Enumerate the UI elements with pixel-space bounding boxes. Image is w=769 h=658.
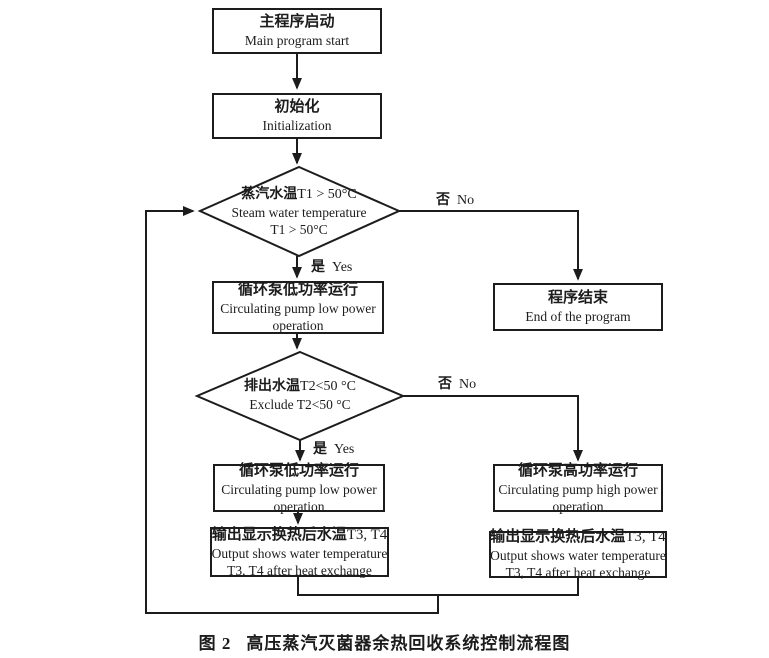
figure-caption-label: 图 2: [198, 634, 232, 653]
node-output-left-zh: 输出显示换热后水温T3, T4: [211, 526, 388, 543]
decision2-en: Exclude T2<50 °C: [249, 397, 351, 412]
decision1-text: 蒸汽水温T1 > 50°C Steam water temperature T1…: [209, 186, 389, 238]
decision1-diamond: [197, 165, 402, 258]
node-output-right-en1: Output shows water temperature: [490, 548, 666, 563]
node-main-start: 主程序启动 Main program start: [212, 8, 382, 54]
node-output-left-en2: T3, T4 after heat exchange: [227, 562, 372, 578]
node-pump-low-1-en1: Circulating pump low power: [220, 301, 376, 316]
node-output-right-zh: 输出显示换热后水温T3, T4: [490, 529, 666, 545]
arrow-decision1-no: [399, 210, 584, 281]
node-output-right: 输出显示换热后水温T3, T4 Output shows water tempe…: [489, 529, 667, 580]
node-pump-low-1-en2: operation: [272, 318, 324, 333]
decision1-en-line1: Steam water temperature: [231, 205, 367, 220]
node-output-right-en2: T3, T4 after heat exchange: [505, 565, 651, 580]
figure-caption-title: 高压蒸汽灭菌器余热回收系统控制流程图: [246, 634, 571, 653]
node-pump-high-en1: Circulating pump high power: [498, 481, 658, 497]
node-pump-low-2-zh: 循环泵低功率运行: [238, 462, 359, 479]
node-output-left-en1: Output shows water temperature: [211, 545, 388, 561]
arrow-decision2-no: [403, 395, 584, 462]
node-pump-high-en2: operation: [552, 498, 604, 514]
node-end-program: 程序结束 End of the program: [493, 283, 663, 331]
decision1-zh: 蒸汽水温T1 > 50°C: [241, 187, 357, 202]
node-init: 初始化 Initialization: [212, 93, 382, 139]
node-end-program-zh: 程序结束: [547, 290, 608, 306]
node-output-left: 输出显示换热后水温T3, T4 Output shows water tempe…: [210, 526, 389, 578]
node-pump-high: 循环泵高功率运行 Circulating pump high power ope…: [493, 462, 663, 514]
decision2-text: 排出水温T2<50 °C Exclude T2<50 °C: [210, 378, 390, 413]
node-init-zh: 初始化: [274, 99, 320, 115]
node-pump-high-zh: 循环泵高功率运行: [517, 462, 638, 479]
figure-caption: 图 2 高压蒸汽灭菌器余热回收系统控制流程图: [0, 629, 769, 654]
decision2-zh: 排出水温T2<50 °C: [244, 379, 356, 394]
node-main-start-en: Main program start: [244, 33, 350, 48]
node-pump-low-2-en1: Circulating pump low power: [221, 481, 377, 497]
node-pump-low-1-zh: 循环泵低功率运行: [237, 282, 358, 298]
node-pump-low-1: 循环泵低功率运行 Circulating pump low power oper…: [212, 281, 384, 334]
node-pump-low-2-en2: operation: [273, 498, 325, 514]
decision1-en-line2: T1 > 50°C: [270, 222, 328, 237]
node-main-start-zh: 主程序启动: [259, 14, 335, 30]
line-feedback-loop: [145, 205, 439, 614]
node-init-en: Initialization: [262, 118, 332, 133]
node-end-program-en: End of the program: [525, 309, 631, 324]
node-pump-low-2: 循环泵低功率运行 Circulating pump low power oper…: [213, 462, 385, 514]
